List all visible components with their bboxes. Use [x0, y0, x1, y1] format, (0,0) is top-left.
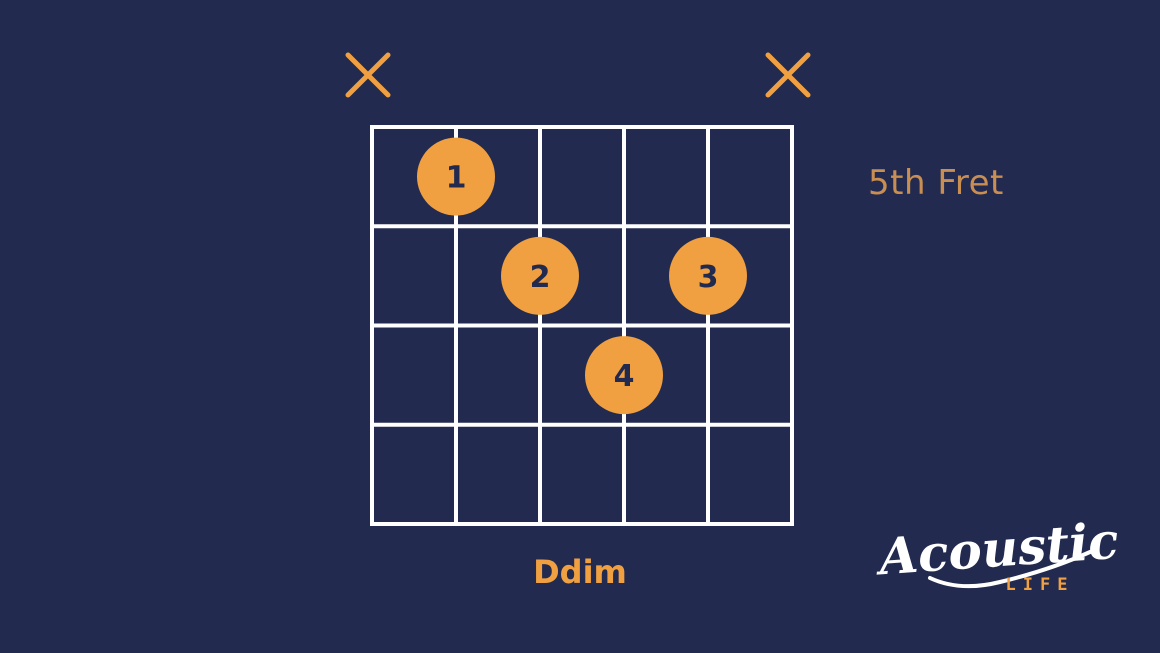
chord-name: Ddim [533, 553, 627, 591]
muted-string-x-6 [765, 52, 811, 98]
logo-script-text: Acoustic [873, 511, 1120, 587]
finger-dot-circle [585, 336, 663, 415]
finger-dot-2: 2 [501, 236, 579, 315]
finger-number-label: 3 [698, 260, 719, 295]
fret-position-label: 5th Fret [868, 163, 1004, 203]
logo-swoosh [928, 550, 1092, 589]
acoustic-life-logo: Acoustic LIFE [873, 511, 1120, 595]
finger-dot-circle [417, 137, 495, 216]
finger-dot-circle [501, 236, 579, 315]
finger-dots: 1 2 3 4 [417, 137, 747, 415]
finger-number-label: 4 [614, 359, 635, 394]
finger-dot-3: 3 [669, 236, 747, 315]
finger-number-label: 1 [446, 161, 467, 196]
muted-x-stroke-b [765, 52, 811, 98]
finger-dot-1: 1 [417, 137, 495, 216]
finger-number-label: 2 [530, 260, 551, 295]
muted-markers [345, 52, 811, 98]
logo-sub-text: LIFE [1006, 575, 1075, 595]
finger-dot-circle [669, 236, 747, 315]
finger-dot-4: 4 [585, 336, 663, 415]
muted-string-x-1 [345, 52, 391, 98]
muted-x-stroke-b [345, 52, 391, 98]
